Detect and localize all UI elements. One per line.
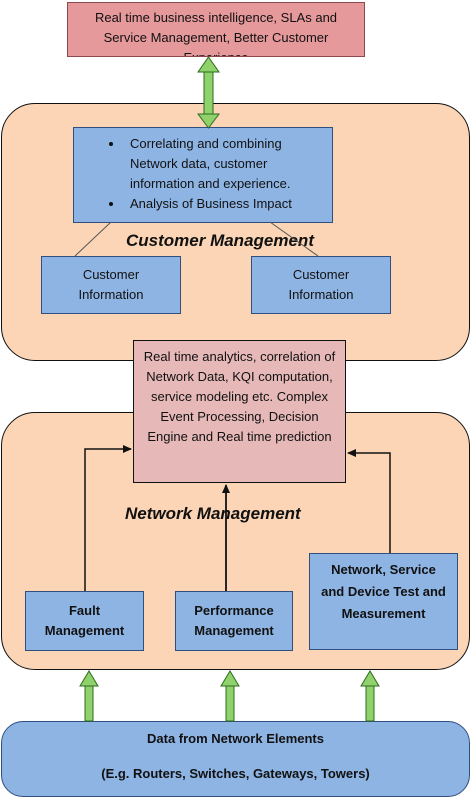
business-intelligence-box: Real time business intelligence, SLAs an… (67, 2, 365, 57)
network-elements-data-box: Data from Network Elements (E.g. Routers… (1, 721, 470, 797)
green-up-arrow-right (360, 670, 380, 722)
customer-information-box-left: Customer Information (41, 256, 181, 314)
network-management-title: Network Management (125, 504, 301, 523)
test-measurement-label: Network, Service and Device Test and Mea… (321, 562, 446, 621)
network-elements-title: Data from Network Elements (147, 731, 324, 746)
customer-management-title: Customer Management (126, 231, 314, 250)
test-measurement-box: Network, Service and Device Test and Mea… (309, 553, 458, 650)
fault-management-box: Fault Management (25, 591, 144, 651)
green-up-arrow-left (79, 670, 99, 722)
correlation-bullet-list: Correlating and combining Network data, … (74, 134, 332, 214)
bullet-business-impact: Analysis of Business Impact (124, 194, 332, 214)
customer-information-box-right: Customer Information (251, 256, 391, 314)
analytics-engine-box: Real time analytics, correlation of Netw… (133, 340, 346, 483)
bullet-correlating: Correlating and combining Network data, … (124, 134, 332, 194)
performance-management-label: Performance Management (194, 603, 274, 638)
analytics-engine-text: Real time analytics, correlation of Netw… (143, 349, 336, 444)
performance-management-box: Performance Management (175, 591, 293, 651)
customer-information-right-label: Customer Information (288, 267, 354, 302)
customer-information-left-label: Customer Information (78, 267, 144, 302)
fault-management-label: Fault Management (44, 603, 125, 638)
business-intelligence-text: Real time business intelligence, SLAs an… (94, 10, 338, 56)
network-elements-examples: (E.g. Routers, Switches, Gateways, Tower… (101, 766, 370, 781)
green-up-arrow-center (220, 670, 240, 722)
correlation-bullets-box: Correlating and combining Network data, … (73, 127, 333, 223)
